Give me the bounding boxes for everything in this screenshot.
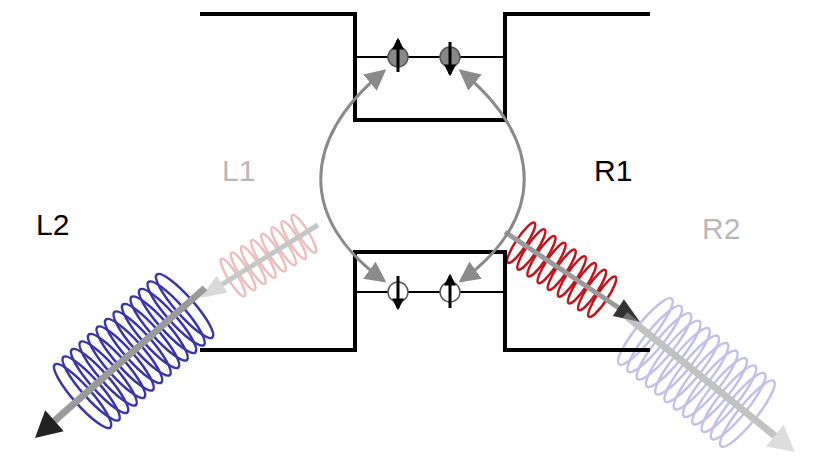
energy-levels xyxy=(357,57,503,292)
transition-arrows xyxy=(321,72,525,280)
photon-label: L2 xyxy=(36,210,69,240)
band-edges xyxy=(200,14,650,350)
circular-photon xyxy=(599,282,815,462)
photon-helices xyxy=(7,206,815,462)
circular-photon xyxy=(7,257,233,462)
photon-label: L1 xyxy=(222,156,255,186)
photon-label: R1 xyxy=(594,156,632,186)
circular-photon xyxy=(188,206,329,316)
holes xyxy=(388,276,460,308)
photon-label: R2 xyxy=(702,214,740,244)
electrons xyxy=(388,40,460,74)
